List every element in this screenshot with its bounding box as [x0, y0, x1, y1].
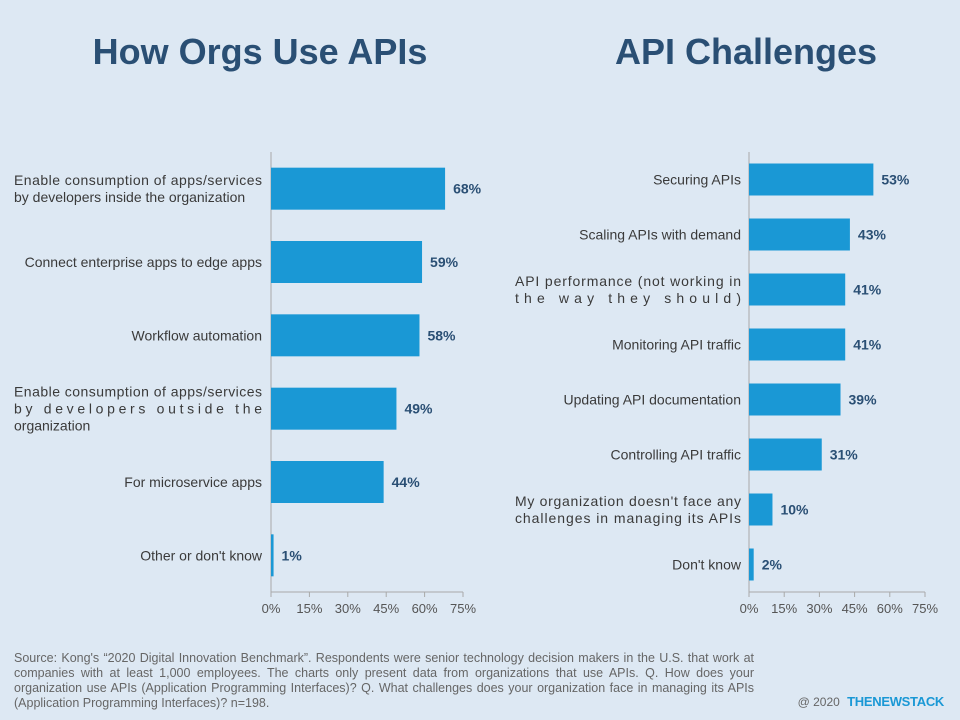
- source-note: Source: Kong's “2020 Digital Innovation …: [14, 651, 754, 710]
- chart1-bar: [271, 167, 446, 210]
- chart1-value-label: 68%: [453, 181, 482, 197]
- chart1-value-label: 1%: [282, 547, 303, 563]
- chart1-bar: [271, 534, 274, 577]
- chart2-category-label: challenges in managing its APIs: [515, 510, 741, 526]
- chart1-bar: [271, 387, 397, 430]
- copyright: @ 2020: [797, 695, 840, 709]
- chart2-tick-label: 75%: [912, 601, 938, 616]
- chart2-bar: [749, 273, 846, 306]
- chart2-category-label: Securing APIs: [653, 172, 741, 188]
- brand-logo: THENEWSTACK: [847, 694, 944, 709]
- chart2-category-label: My organization doesn't face any: [515, 493, 741, 509]
- chart2-value-label: 10%: [780, 502, 809, 518]
- chart2-category-label: API performance (not working in: [515, 273, 741, 289]
- chart1-category-label: Connect enterprise apps to edge apps: [25, 254, 262, 270]
- chart2-bar: [749, 218, 850, 251]
- chart1-tick-label: 60%: [412, 601, 438, 616]
- chart2-tick-label: 60%: [877, 601, 903, 616]
- chart2-category-label: Controlling API traffic: [611, 447, 741, 463]
- chart1-bar: [271, 461, 384, 503]
- chart2-category-label: Don't know: [672, 557, 742, 573]
- chart1-category-label: by developers outside the: [14, 401, 262, 417]
- chart1-tick-label: 45%: [373, 601, 399, 616]
- chart1-title: How Orgs Use APIs: [93, 31, 428, 72]
- chart1-value-label: 44%: [392, 474, 421, 490]
- chart2-category-label: Scaling APIs with demand: [579, 227, 741, 243]
- chart1-tick-label: 30%: [335, 601, 361, 616]
- chart2-value-label: 41%: [853, 282, 882, 298]
- chart1-bar: [271, 314, 420, 357]
- chart1-category-label: Workflow automation: [132, 327, 262, 343]
- chart2-category-label: Monitoring API traffic: [612, 337, 741, 353]
- chart2-tick-label: 15%: [771, 601, 797, 616]
- chart2-value-label: 39%: [849, 392, 878, 408]
- chart1-category-label: For microservice apps: [124, 474, 262, 490]
- chart2-value-label: 2%: [762, 557, 783, 573]
- chart1-category-label: Enable consumption of apps/services: [14, 172, 262, 188]
- chart2-bar: [749, 438, 822, 471]
- chart1-category-label: Enable consumption of apps/services: [14, 384, 262, 400]
- footer: @ 2020 THENEWSTACK: [797, 694, 945, 709]
- chart1-value-label: 59%: [430, 254, 459, 270]
- charts-area: How Orgs Use APIs 0% 15% 30% 45% 60% 75% 68% Ena…: [14, 31, 938, 616]
- chart1-category-label: Other or don't know: [140, 547, 263, 563]
- chart1-tick-label: 0%: [262, 601, 281, 616]
- chart2-value-label: 53%: [881, 172, 910, 188]
- chart2-value-label: 41%: [853, 337, 882, 353]
- chart2-category-label: Updating API documentation: [564, 392, 741, 408]
- chart2-bar: [749, 493, 773, 526]
- chart2-tick-label: 45%: [842, 601, 868, 616]
- chart1-tick-label: 15%: [296, 601, 322, 616]
- chart1-bar: [271, 241, 423, 283]
- chart2-tick-label: 0%: [740, 601, 759, 616]
- chart2-bar: [749, 383, 841, 416]
- chart1-category-label: by developers inside the organization: [14, 189, 245, 205]
- chart1-value-label: 58%: [427, 327, 456, 343]
- chart2-value-label: 43%: [858, 227, 887, 243]
- chart1-value-label: 49%: [404, 401, 433, 417]
- chart2-tick-label: 30%: [806, 601, 832, 616]
- chart2-value-label: 31%: [830, 447, 859, 463]
- chart2-bar: [749, 163, 874, 196]
- chart2-category-label: the way they should): [515, 290, 741, 306]
- chart2-bar: [749, 548, 754, 581]
- chart1-category-label: organization: [14, 418, 90, 434]
- chart1-tick-label: 75%: [450, 601, 476, 616]
- chart2-bar: [749, 328, 846, 361]
- chart2-title: API Challenges: [615, 31, 877, 72]
